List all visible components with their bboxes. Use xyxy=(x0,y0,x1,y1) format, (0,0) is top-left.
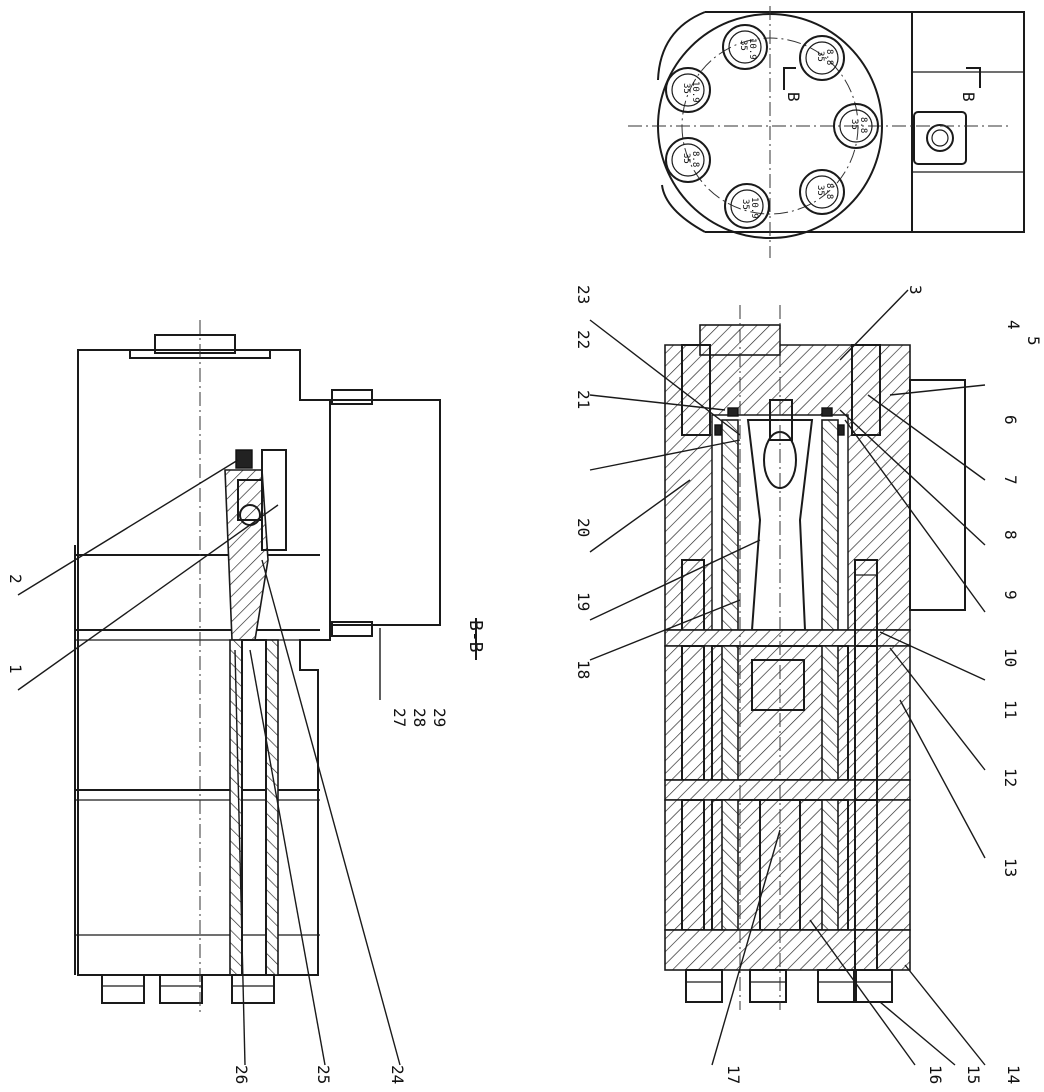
bolt-prefix-1: 35 xyxy=(738,40,748,51)
callouts: 3 4 5 6 7 8 9 10 11 12 13 14 15 16 17 18… xyxy=(6,285,1043,1084)
callout-10: 10 xyxy=(1001,648,1020,667)
callout-8: 8 xyxy=(1001,530,1020,540)
callout-16: 16 xyxy=(926,1065,945,1084)
callout-2: 2 xyxy=(6,574,25,584)
callout-25: 25 xyxy=(314,1065,333,1084)
bolt-grade-6: 8.8 xyxy=(690,151,700,167)
callout-11: 11 xyxy=(1001,700,1020,719)
callout-22: 22 xyxy=(574,330,593,349)
bolt-prefix-5: 35 xyxy=(740,199,750,210)
callout-29: 29 xyxy=(430,708,449,727)
callout-19: 19 xyxy=(574,592,593,611)
callout-26: 26 xyxy=(232,1065,251,1084)
callout-6: 6 xyxy=(1001,415,1020,425)
callout-5: 5 xyxy=(1024,336,1043,346)
bolt-prefix-2: 35 xyxy=(815,51,825,62)
callout-4: 4 xyxy=(1004,320,1023,330)
callout-24: 24 xyxy=(388,1065,407,1084)
callout-27: 27 xyxy=(390,708,409,727)
leader-lines xyxy=(17,289,986,1066)
bolt-prefix-4: 35 xyxy=(815,185,825,196)
bolt-heads xyxy=(665,24,879,229)
section-mark-left: B xyxy=(784,92,803,102)
callout-21: 21 xyxy=(574,390,593,409)
bolt-prefix-6: 35 xyxy=(681,153,691,164)
callout-12: 12 xyxy=(1001,768,1020,787)
bolt-grade-3: 8.8 xyxy=(858,117,868,133)
bolt-grade-7: 10.9 xyxy=(690,81,700,103)
bolt-markings: 35 10.9 35 8.8 35 8.8 35 8.8 35 10.9 35 … xyxy=(681,38,868,219)
callout-18: 18 xyxy=(574,660,593,679)
callout-23: 23 xyxy=(574,285,593,304)
end-view: 35 10.9 35 8.8 35 8.8 35 8.8 35 10.9 35 … xyxy=(628,6,1025,258)
section-mark-right: B xyxy=(959,92,978,102)
bolt-grade-4: 8.8 xyxy=(824,183,834,199)
callout-17: 17 xyxy=(724,1065,743,1084)
callout-1: 1 xyxy=(6,664,25,674)
section-view-right xyxy=(664,305,966,1010)
bolt-grade-2: 8.8 xyxy=(824,49,834,65)
callout-7: 7 xyxy=(1001,475,1020,485)
exterior-view-left xyxy=(74,320,441,1015)
callout-3: 3 xyxy=(906,285,925,295)
bolt-grade-1: 10.9 xyxy=(747,38,757,60)
callout-20: 20 xyxy=(574,518,593,537)
callout-14: 14 xyxy=(1004,1065,1023,1084)
callout-13: 13 xyxy=(1001,858,1020,877)
callout-9: 9 xyxy=(1001,590,1020,600)
callout-28: 28 xyxy=(410,708,429,727)
bolt-grade-5: 10.9 xyxy=(749,197,759,219)
callout-15: 15 xyxy=(964,1065,983,1084)
bolt-prefix-7: 35 xyxy=(681,83,691,94)
bolt-prefix-3: 35 xyxy=(849,119,859,130)
